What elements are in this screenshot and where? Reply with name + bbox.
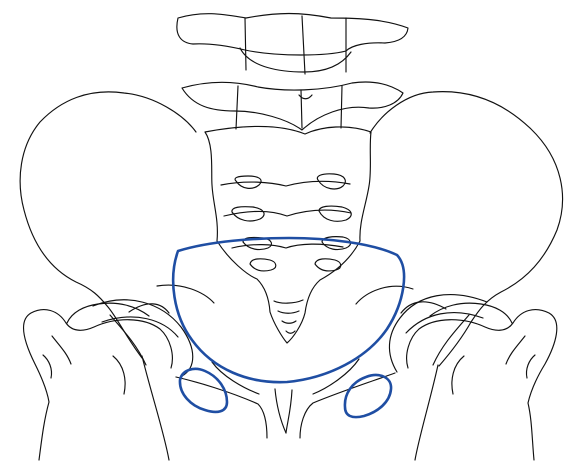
right-obturator-foramen-outline [345, 375, 391, 417]
lumbar-vertebra [177, 14, 408, 131]
sacrum-coccyx [205, 126, 371, 343]
left-obturator-foramen-outline [180, 369, 227, 412]
highlighted-structures [173, 238, 404, 417]
pelvic-bones [20, 92, 562, 460]
pelvic-inlet-outline [173, 238, 404, 382]
